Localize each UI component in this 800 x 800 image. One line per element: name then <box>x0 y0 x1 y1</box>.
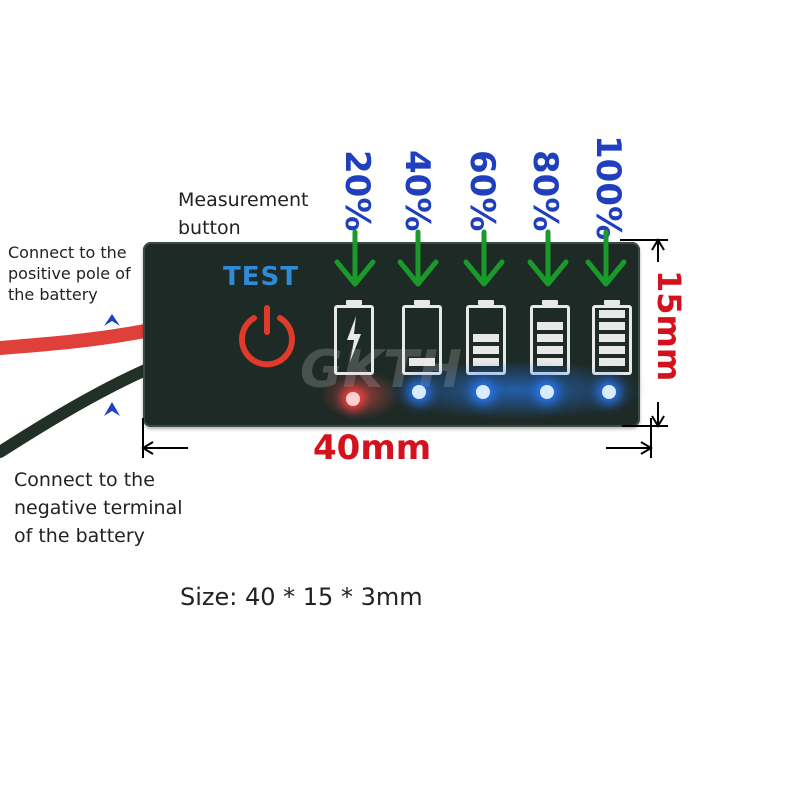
battery-segment <box>473 334 499 342</box>
led-20 <box>346 392 360 406</box>
battery-segment <box>473 346 499 354</box>
battery-segment <box>599 346 625 354</box>
battery-segment <box>599 322 625 330</box>
battery-segment <box>537 346 563 354</box>
height-dimension: 15mm <box>650 270 688 382</box>
negative-terminal-label: Connect to the negative terminal of the … <box>14 469 183 547</box>
positive-pole-label: Connect to the positive pole of the batt… <box>8 243 131 304</box>
battery-segment <box>599 310 625 318</box>
battery-segment <box>599 358 625 366</box>
arrow-down-icon <box>334 229 376 287</box>
led-80 <box>540 385 554 399</box>
size-label: Size: 40 * 15 * 3mm <box>180 583 423 611</box>
arrow-down-icon <box>585 229 627 287</box>
arrow-down-icon <box>527 229 569 287</box>
led-60 <box>476 385 490 399</box>
arrow-down-icon <box>397 229 439 287</box>
battery-segment <box>599 334 625 342</box>
arrow-down-icon <box>463 229 505 287</box>
battery-segment <box>409 358 435 366</box>
power-icon[interactable] <box>232 300 302 370</box>
red-wire <box>0 323 157 355</box>
led-100 <box>602 385 616 399</box>
black-wire <box>0 362 156 458</box>
battery-segment <box>537 322 563 330</box>
battery-segment <box>537 334 563 342</box>
measurement-button-label: Measurement button <box>178 189 309 239</box>
test-label: TEST <box>223 262 299 292</box>
lightning-icon <box>347 316 361 362</box>
width-dimension: 40mm <box>313 428 432 468</box>
led-40 <box>412 385 426 399</box>
